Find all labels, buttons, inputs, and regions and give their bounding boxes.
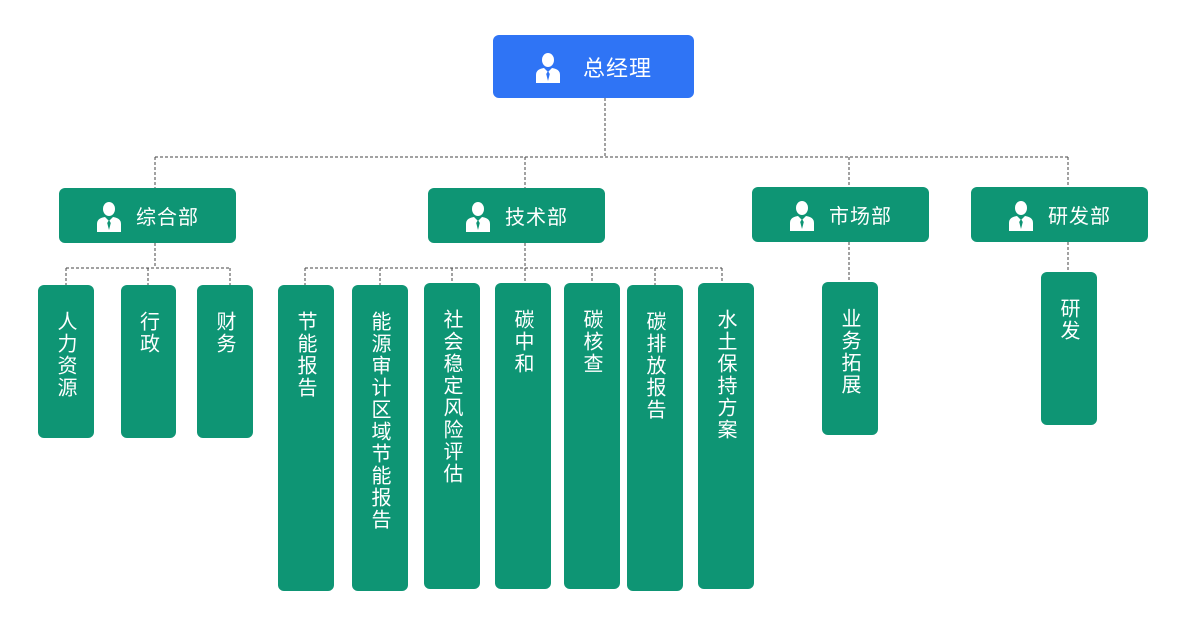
unit-label: 节能报告 — [294, 311, 318, 399]
dept-label: 综合部 — [136, 205, 199, 229]
dept-label: 技术部 — [505, 205, 568, 229]
unit-node[interactable]: 行政 — [121, 285, 176, 438]
connector-root — [154, 98, 1069, 188]
unit-node[interactable]: 人力资源 — [38, 285, 94, 438]
unit-node[interactable]: 能源审计区域节能报告 — [352, 285, 408, 591]
dept-node-zonghe[interactable]: 综合部 — [59, 188, 236, 243]
dept-node-shichang[interactable]: 市场部 — [752, 187, 929, 242]
person-icon — [466, 201, 490, 232]
connector-dept-zonghe — [65, 243, 231, 285]
unit-label: 碳中和 — [511, 309, 535, 375]
root-node-general-manager[interactable]: 总经理 — [493, 35, 694, 98]
unit-label: 水土保持方案 — [714, 309, 738, 441]
unit-node[interactable]: 业务拓展 — [822, 282, 878, 435]
unit-node[interactable]: 研发 — [1041, 272, 1097, 425]
unit-label: 人力资源 — [54, 311, 78, 399]
unit-node[interactable]: 碳核查 — [564, 283, 620, 589]
unit-node[interactable]: 社会稳定风险评估 — [424, 283, 480, 589]
unit-label: 能源审计区域节能报告 — [368, 311, 392, 531]
unit-label: 社会稳定风险评估 — [440, 309, 464, 485]
unit-label: 行政 — [136, 311, 161, 355]
root-label: 总经理 — [582, 56, 652, 82]
unit-node[interactable]: 碳排放报告 — [627, 285, 683, 591]
person-icon — [535, 52, 560, 83]
unit-label: 碳核查 — [580, 309, 604, 375]
unit-node[interactable]: 水土保持方案 — [698, 283, 754, 589]
unit-node[interactable]: 财务 — [197, 285, 253, 438]
dept-label: 研发部 — [1048, 204, 1111, 228]
person-icon — [97, 201, 121, 232]
unit-node[interactable]: 碳中和 — [495, 283, 551, 589]
unit-label: 研发 — [1057, 298, 1081, 342]
dept-label: 市场部 — [829, 204, 892, 228]
unit-label: 业务拓展 — [838, 308, 862, 396]
unit-node[interactable]: 节能报告 — [278, 285, 334, 591]
dept-node-yanfa[interactable]: 研发部 — [971, 187, 1148, 242]
unit-label: 财务 — [213, 311, 237, 355]
person-icon — [1009, 200, 1033, 231]
unit-label: 碳排放报告 — [643, 311, 667, 421]
person-icon — [790, 200, 814, 231]
dept-node-jishu[interactable]: 技术部 — [428, 188, 605, 243]
connector-dept-jishu — [304, 243, 723, 285]
